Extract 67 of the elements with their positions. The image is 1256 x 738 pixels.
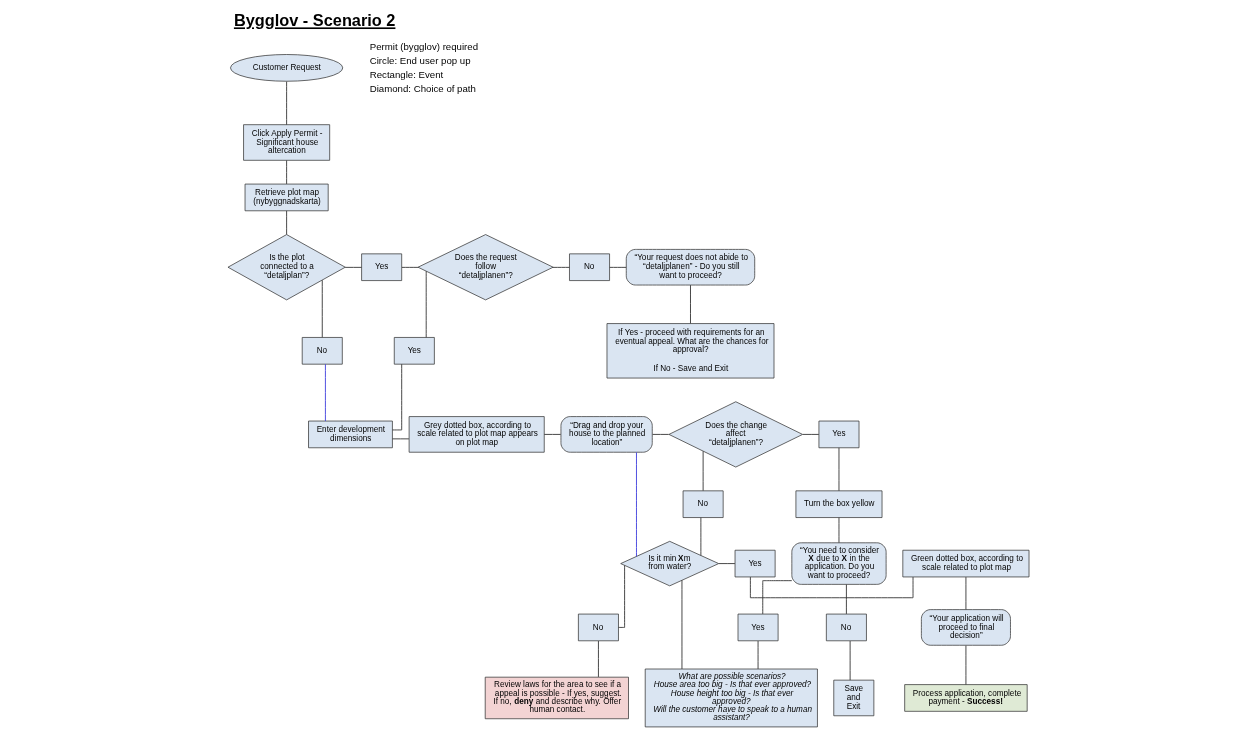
connector <box>849 640 851 681</box>
node-box: No <box>577 613 619 642</box>
connector <box>324 363 326 422</box>
node-box: Yes <box>734 549 775 578</box>
connector <box>699 517 701 556</box>
node-box: No <box>301 337 343 365</box>
node-box: Retrieve plot map (nybyggnadskarta) <box>244 183 329 212</box>
node-box: Yes <box>360 253 402 281</box>
connector <box>597 640 599 678</box>
connector <box>321 279 323 338</box>
connector <box>425 270 427 338</box>
connector <box>285 81 287 126</box>
node-box: “You need to consider X due to X in the application. Do you want to proceed? <box>790 542 886 585</box>
node-box: Yes <box>737 613 778 642</box>
connector <box>761 580 792 615</box>
node-box: If Yes - proceed with requirements for an eventual appeal. What are the chances for approval? If No - Save and Exit <box>606 323 774 379</box>
node-box: Yes <box>818 420 859 449</box>
connector <box>285 210 287 235</box>
node-box: No <box>682 490 724 518</box>
connector <box>391 363 402 431</box>
node-box: Review laws for the area to see if a appeal is possible - If yes, suggest. If no, deny and describe why. Offer human contact. <box>484 676 629 720</box>
node-box: Enter development dimensions <box>307 420 393 449</box>
connector <box>285 160 287 185</box>
diagram-title: Bygglov - Scenario 2 <box>233 11 395 30</box>
connector <box>344 266 362 268</box>
node-box: Green dotted box, according to scale related to plot map <box>901 549 1029 578</box>
connector <box>635 451 637 557</box>
label: Permit (bygglov) required <box>369 40 478 52</box>
connector <box>838 517 839 544</box>
connector <box>551 266 570 268</box>
node-diamond: Does the request follow “detaljplanen”? <box>417 234 553 301</box>
node-box: Yes <box>393 337 435 365</box>
node-box: Turn the box yellow <box>795 490 882 518</box>
node-diamond: Is it min Xm from water? <box>619 540 719 587</box>
connector <box>801 433 819 435</box>
node-box: What are possible scenarios? House area too big - Is that ever approved? House height too big - Is that ever approved? Will the customer have to speak to a human assistant? <box>644 668 818 728</box>
node-box: No <box>825 613 867 642</box>
node-diamond: Does the change affect “detaljplanen”? <box>668 401 803 468</box>
label: Diamond: Choice of path <box>369 82 476 94</box>
node-ellipse: Customer Request <box>229 54 343 82</box>
connector <box>617 565 625 628</box>
label: Rectangle: Event <box>369 68 443 80</box>
connector <box>757 640 758 670</box>
node-box: Grey dotted box, according to scale related to plot map appears on plot map <box>408 416 545 453</box>
node-box: “Drag and drop your house to the planned location” <box>560 416 653 453</box>
connector <box>838 447 839 492</box>
connector <box>681 579 682 670</box>
node-box: “Your application will proceed to final decision” <box>920 609 1011 646</box>
connector <box>608 266 627 268</box>
connector <box>401 266 419 268</box>
node-box: Save and Exit <box>832 679 874 717</box>
node-box: “Your request does not abide to “detaljplanen” - Do you still want to proceed? <box>625 249 755 286</box>
connector <box>965 645 966 685</box>
node-box: No <box>568 253 610 281</box>
connector <box>543 433 561 435</box>
connector <box>391 438 409 440</box>
label: Circle: End user pop up <box>369 54 471 66</box>
connector <box>749 576 913 599</box>
node-diamond: Is the plot connected to a “detaljplan”? <box>227 234 346 301</box>
node-box: Click Apply Permit - Significant house altercation <box>242 124 330 161</box>
connector <box>717 563 735 565</box>
node-box: Process application, complete payment - Success! <box>903 684 1028 712</box>
connector <box>651 433 669 435</box>
connector <box>689 284 691 324</box>
connector <box>845 584 847 615</box>
connector <box>702 450 704 492</box>
connector <box>965 576 966 610</box>
